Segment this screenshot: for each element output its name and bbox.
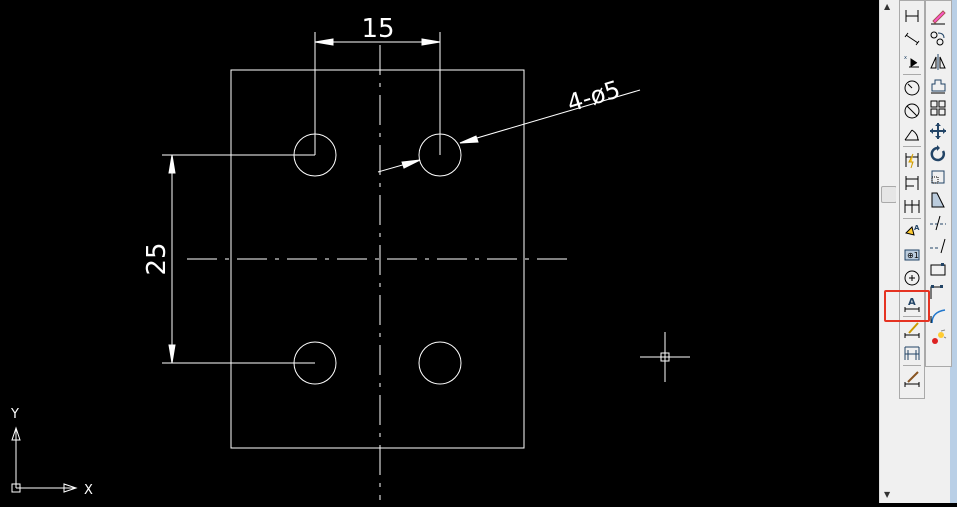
linear-icon: [905, 10, 919, 22]
toolbar-button-explode[interactable]: [927, 327, 949, 349]
leader-note-text: 4-ø5: [564, 75, 624, 118]
dimension-update-icon: [904, 346, 920, 360]
toolbar-separator: [903, 218, 921, 219]
center-mark-icon: [904, 270, 920, 286]
toolbar-button-diameter[interactable]: [901, 100, 923, 122]
scrollbar-thumb[interactable]: [881, 186, 897, 203]
svg-text:x: x: [904, 55, 907, 61]
toolbar-button-quick-dimension[interactable]: [901, 149, 923, 171]
toolbar-button-continue[interactable]: [901, 195, 923, 217]
dimension-15: [314, 32, 441, 155]
tolerance-icon: ⊕1: [904, 249, 920, 261]
trim-icon: [930, 215, 946, 231]
vertical-scrollbar[interactable]: ▲ ▼: [879, 0, 897, 503]
toolbar-button-baseline[interactable]: [901, 172, 923, 194]
angular-icon: [904, 129, 919, 141]
dimension-edit-icon: A: [904, 297, 920, 312]
move-icon: [930, 123, 946, 139]
toolbar-button-copy[interactable]: [927, 28, 949, 50]
scroll-down-icon[interactable]: ▼: [884, 490, 891, 499]
dimension-style-icon: [904, 371, 920, 387]
mirror-icon: [930, 54, 946, 70]
crosshair-cursor: [640, 332, 690, 382]
svg-text:A: A: [914, 224, 920, 232]
toolbar-button-dimension-update[interactable]: [901, 342, 923, 364]
aligned-icon: [904, 32, 920, 46]
toolbar-button-ordinate[interactable]: x: [901, 51, 923, 73]
toolbar-button-trim[interactable]: [927, 212, 949, 234]
svg-text:⊕1: ⊕1: [907, 251, 919, 260]
toolbar-button-tolerance[interactable]: ⊕1: [901, 244, 923, 266]
toolbar-button-mirror[interactable]: [927, 51, 949, 73]
toolbar-button-offset[interactable]: [927, 74, 949, 96]
toolbar-button-array[interactable]: [927, 97, 949, 119]
dimension-25: [162, 154, 315, 364]
dimension-15-text: 15: [361, 14, 394, 44]
hole: [418, 341, 462, 385]
toolbar-button-linear[interactable]: [901, 5, 923, 27]
copy-icon: [930, 31, 945, 46]
highlight-box: [884, 290, 930, 322]
toolbar-button-move[interactable]: [927, 120, 949, 142]
explode-icon: [932, 329, 947, 344]
ucs-y-label: Y: [10, 407, 19, 422]
toolbar-button-break[interactable]: [927, 258, 949, 280]
toolbar-button-erase[interactable]: [927, 5, 949, 27]
toolbar-button-aligned[interactable]: [901, 28, 923, 50]
toolbar-button-chamfer[interactable]: [927, 281, 949, 303]
radius-icon: [904, 80, 920, 96]
ucs-icon: [11, 426, 78, 493]
plate-outline: [230, 69, 525, 449]
scale-icon: [931, 170, 945, 184]
scroll-up-icon[interactable]: ▲: [884, 2, 891, 11]
erase-icon: [931, 10, 946, 25]
toolbar-button-fillet[interactable]: [927, 304, 949, 326]
toolbar-button-dimension-style[interactable]: [901, 368, 923, 390]
toolbar-button-angular[interactable]: [901, 123, 923, 145]
extend-icon: [930, 238, 946, 254]
ordinate-icon: x: [904, 55, 919, 68]
toolbar-separator: [903, 74, 921, 75]
diameter-icon: [904, 103, 920, 119]
break-icon: [930, 263, 946, 276]
toolbar-button-dimension-edit[interactable]: A: [901, 293, 923, 315]
toolbar-separator: [903, 146, 921, 147]
baseline-icon: [905, 176, 919, 190]
toolbar-separator: [903, 365, 921, 366]
quick-leader-icon: A: [905, 224, 920, 236]
offset-icon: [931, 79, 946, 94]
stretch-icon: [931, 192, 945, 208]
leader: [377, 89, 641, 173]
window-edge: [950, 0, 957, 503]
toolbar-button-rotate[interactable]: [927, 143, 949, 165]
drawing-canvas[interactable]: 15 25 4-ø5 Y X: [0, 0, 878, 503]
chamfer-icon: [930, 285, 943, 299]
toolbar-button-quick-leader[interactable]: A: [901, 221, 923, 243]
toolbar-button-extend[interactable]: [927, 235, 949, 257]
toolbar-separator: [903, 316, 921, 317]
continue-icon: [904, 200, 920, 213]
toolbar-button-scale[interactable]: [927, 166, 949, 188]
dimension-text-edit-icon: [904, 322, 920, 338]
toolbar-button-center-mark[interactable]: [901, 267, 923, 289]
dimension-25-text: 25: [142, 242, 172, 275]
toolbar-button-stretch[interactable]: [927, 189, 949, 211]
svg-text:A: A: [908, 297, 916, 308]
quick-dimension-icon: [905, 153, 919, 169]
toolbar-button-dimension-text-edit[interactable]: [901, 319, 923, 341]
rotate-icon: [930, 145, 945, 162]
array-icon: [930, 100, 946, 116]
ucs-x-label: X: [84, 483, 93, 498]
fillet-icon: [930, 309, 946, 324]
toolbar-button-radius[interactable]: [901, 77, 923, 99]
